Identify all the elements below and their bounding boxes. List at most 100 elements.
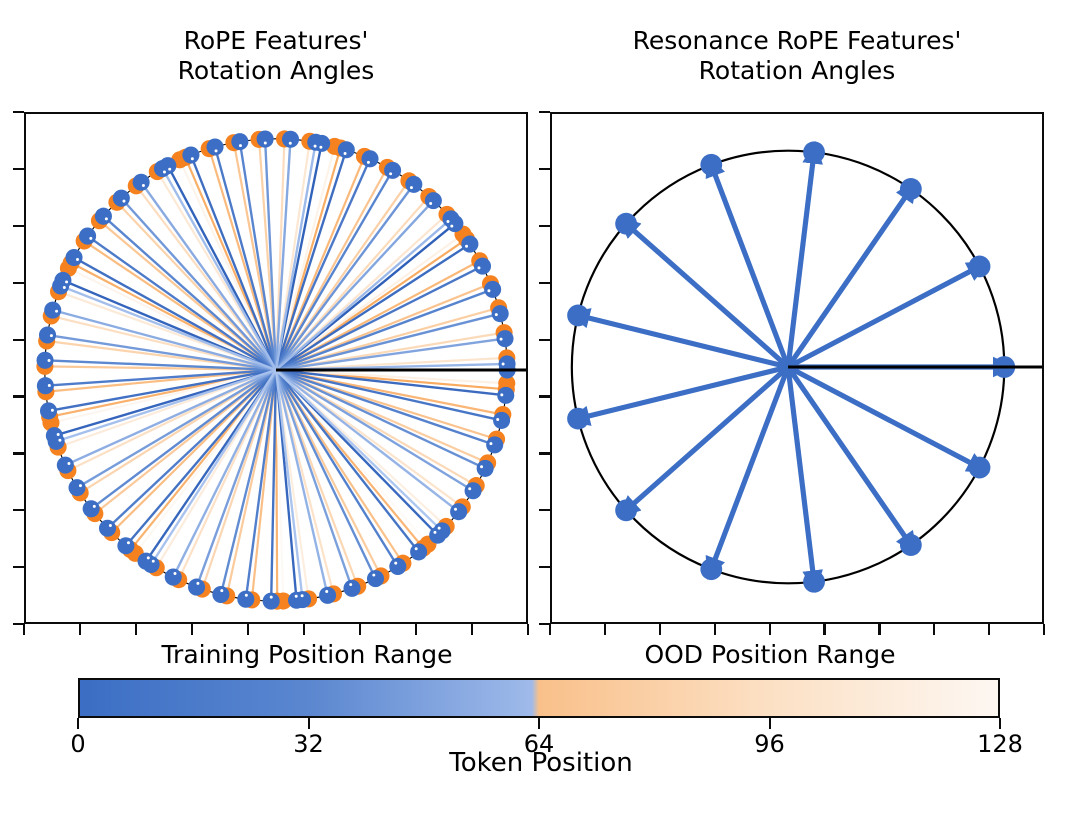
arrow-tip-pip [78, 484, 82, 488]
axis-tick [13, 623, 24, 626]
axis-tick [79, 624, 82, 635]
arrow-tip-pip [454, 507, 457, 511]
rope-vector [140, 181, 277, 371]
arrow-tip-pip [496, 418, 500, 422]
resonance-rope-vector [785, 365, 918, 555]
arrow-tip-pip [465, 244, 469, 248]
training-position-marker [476, 459, 494, 477]
rope-vector [55, 368, 277, 443]
axes-resonance-rope [550, 112, 1044, 624]
resonance-rope-vector [617, 365, 790, 518]
arrow-tip-pip [244, 593, 248, 597]
arrow-tip-pip [433, 530, 437, 534]
rope-vector [275, 199, 435, 371]
rope-vector [275, 218, 452, 371]
arrow-tip-pip [238, 144, 242, 148]
training-position-marker [82, 500, 100, 518]
training-position-marker [450, 503, 468, 521]
panel-title-right-line1: Resonance RoPE Features' [632, 26, 962, 55]
axis-tick [539, 452, 550, 455]
rope-vector [263, 139, 278, 371]
rope-vector [274, 146, 336, 371]
rope-vector [106, 369, 277, 530]
training-position-marker [493, 411, 511, 429]
rope-vector [274, 158, 372, 371]
rope-vector [150, 369, 278, 566]
training-position-marker [182, 146, 200, 164]
panel-title-left-line2: Rotation Angles [177, 56, 375, 85]
rope-vector [275, 368, 506, 397]
training-position-marker [484, 280, 502, 298]
training-position-marker [424, 192, 442, 210]
rope-vector [275, 369, 460, 513]
rope-vector [275, 183, 415, 371]
training-position-marker [405, 175, 423, 193]
training-position-marker [384, 161, 402, 179]
arrow-tip-pip [126, 541, 130, 545]
axis-tick [539, 111, 550, 114]
training-position-marker [132, 173, 150, 191]
axis-tick [768, 624, 771, 635]
arrow-tip-pip [489, 442, 493, 446]
training-position-marker [65, 249, 83, 267]
colorbar-tick-label: 0 [70, 730, 86, 758]
panel-title-right-line2: Rotation Angles [698, 56, 896, 85]
arrow-tip-pip [92, 504, 96, 508]
axis-tick [359, 624, 362, 635]
rope-vector [178, 159, 277, 371]
resonance-position-marker [899, 534, 922, 556]
arrow-tip-pip [288, 141, 292, 145]
panel-title-left-line1: RoPE Features' [183, 26, 369, 55]
arrow-tip-pip [487, 289, 491, 293]
rope-vector [275, 288, 494, 372]
resonance-rope-vector [567, 364, 789, 426]
rope-vector [274, 369, 329, 596]
training-position-marker [473, 257, 492, 275]
axis-tick [658, 624, 661, 635]
arrow-tip-pip [372, 573, 376, 577]
training-position-marker [188, 578, 206, 596]
training-position-marker [497, 386, 515, 404]
rope-vector [67, 267, 277, 371]
arrow-tip-pip [89, 236, 93, 240]
rope-vector [274, 369, 285, 602]
axis-tick [13, 395, 24, 398]
rope-vector [275, 368, 474, 492]
colorbar-tick-label: 32 [293, 730, 324, 758]
arrow-tip-pip [47, 383, 51, 387]
y-ticks-right [539, 111, 551, 626]
resonance-rope-vector [705, 366, 791, 580]
arrow-tip-pip [47, 358, 51, 362]
axis-tick [539, 566, 550, 569]
axis-tick [13, 509, 24, 512]
panel-title-left: RoPE Features' Rotation Angles [24, 26, 528, 86]
training-position-marker [491, 305, 509, 323]
legend-training-range: Training Position Range [161, 640, 453, 669]
arrow-tip-pip [366, 160, 370, 164]
axes-rope [24, 112, 528, 624]
arrow-tip-pip [450, 224, 454, 228]
training-position-marker [52, 277, 70, 295]
training-position-marker [410, 543, 428, 561]
x-ticks-left [23, 624, 530, 636]
resonance-rope-vector [617, 216, 790, 369]
training-position-marker [153, 160, 172, 178]
rope-vector [213, 146, 278, 371]
rope-vector [274, 369, 304, 600]
resonance-rope-vector [786, 364, 990, 473]
arrow-tip-pip [151, 559, 155, 563]
axis-tick [539, 224, 550, 227]
rope-vector [274, 369, 399, 568]
rope-rotation-plot [36, 130, 526, 610]
rope-vector [269, 369, 278, 602]
arrow-tip-pip [494, 313, 498, 317]
training-position-marker [262, 592, 280, 610]
colorbar-tick-label: 64 [523, 730, 555, 758]
training-position-marker [142, 555, 160, 574]
axis-tick [13, 111, 24, 114]
training-position-marker [98, 519, 117, 537]
rope-vector [161, 167, 278, 371]
arrow-tip-pip [50, 408, 54, 412]
colorbar [78, 678, 1000, 718]
